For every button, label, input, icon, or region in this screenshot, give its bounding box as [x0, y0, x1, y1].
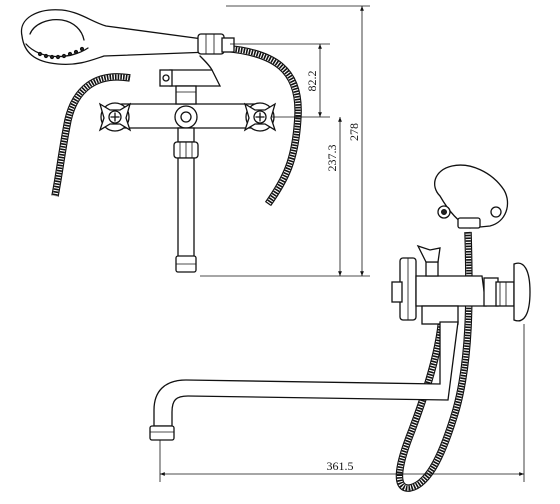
side-faucet-body	[391, 244, 531, 325]
front-shower-head	[20, 9, 235, 66]
dim-label-82-2: 82.2	[305, 71, 319, 92]
dim-label-278: 278	[347, 123, 361, 141]
front-diverter	[173, 105, 199, 159]
front-shower-holder	[159, 55, 222, 87]
dim-label-361-5: 361.5	[327, 459, 354, 473]
vertical-dimensions: 82.2 237.3 278	[200, 5, 370, 277]
side-shower-head	[434, 164, 509, 229]
front-shower-hose	[51, 44, 302, 207]
front-left-handle	[98, 102, 132, 132]
spray-holes	[37, 46, 85, 60]
side-view	[149, 164, 531, 492]
side-spout	[149, 321, 459, 441]
front-right-handle	[243, 102, 277, 132]
front-view	[20, 9, 302, 273]
front-spout	[175, 157, 197, 273]
dim-label-237-3: 237.3	[325, 145, 339, 172]
horizontal-dimension: 361.5	[159, 324, 525, 482]
